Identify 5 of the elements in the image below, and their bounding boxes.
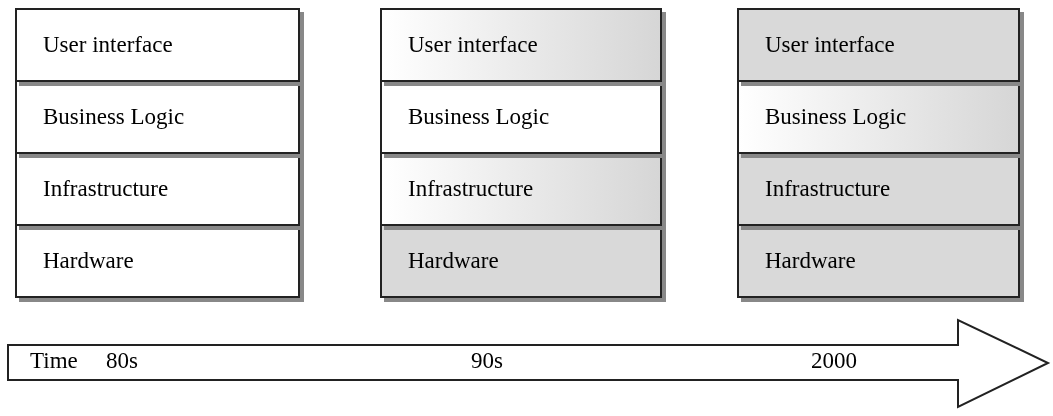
decade-label: 80s	[106, 348, 138, 374]
decade-label: 90s	[471, 348, 503, 374]
timeline-arrow	[6, 318, 1051, 410]
time-label: Time	[30, 348, 78, 374]
decade-label: 2000	[811, 348, 857, 374]
